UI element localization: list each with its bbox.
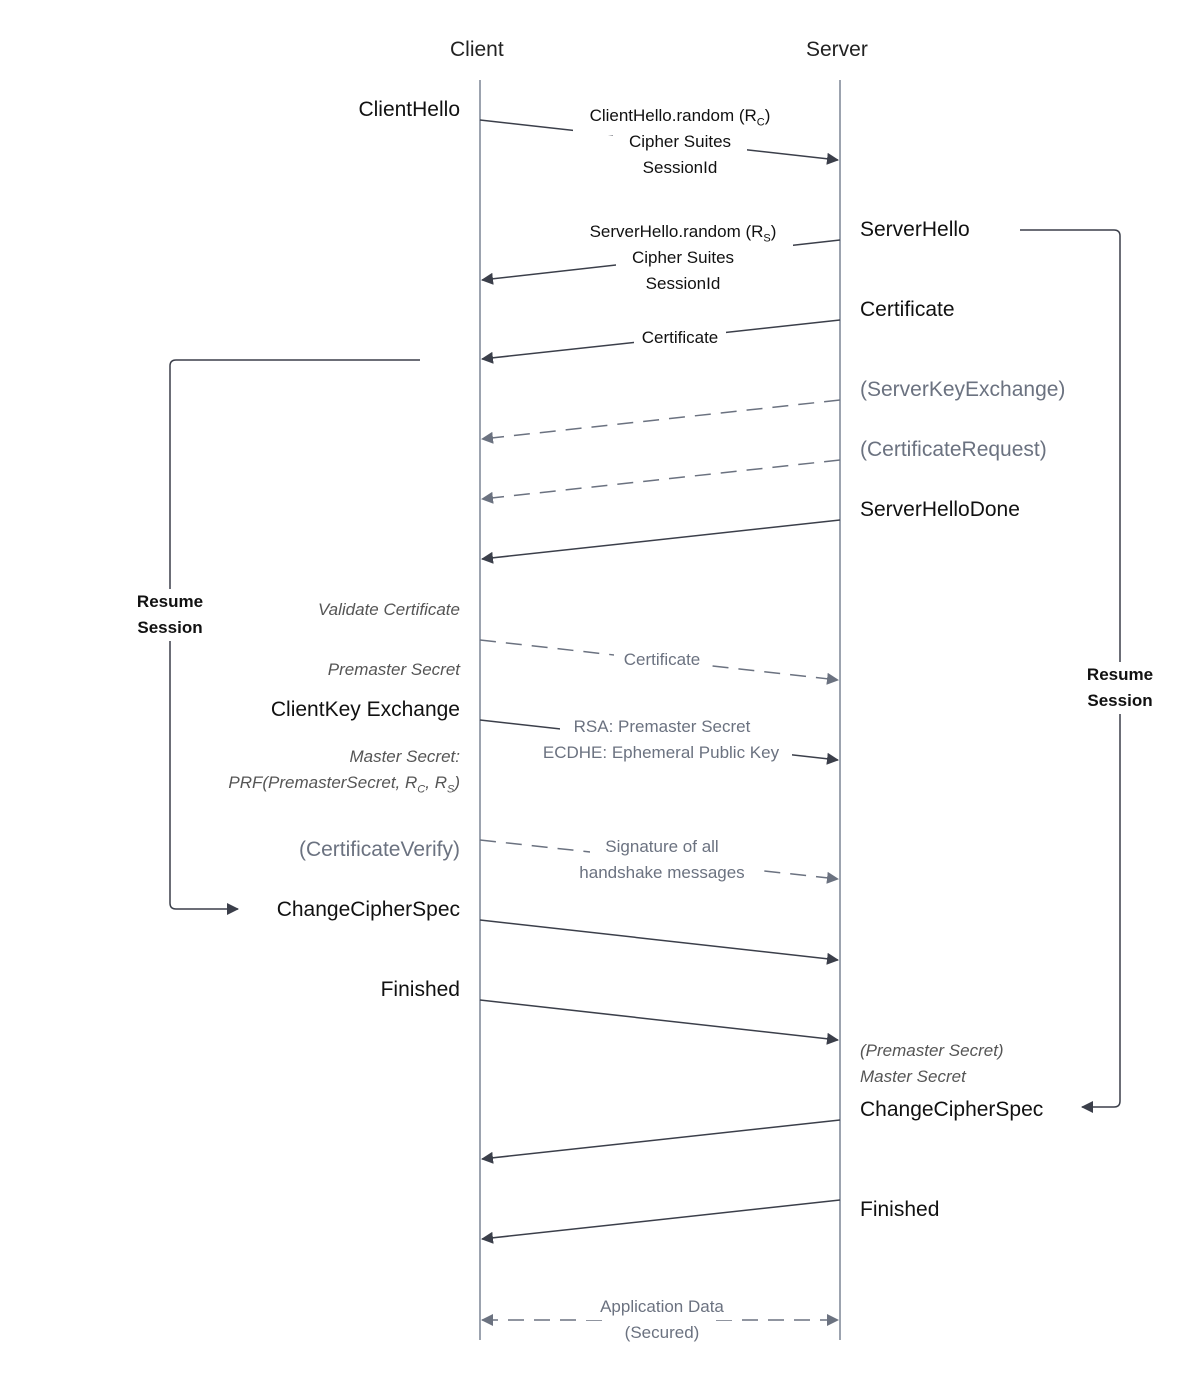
- arrow-client-finished: [479, 999, 839, 1045]
- resume-session-label-right: Resume Session: [1080, 662, 1160, 714]
- certificate-request-label: (CertificateRequest): [860, 438, 1047, 461]
- client-change-cipher-spec-label: ChangeCipherSpec: [276, 898, 460, 921]
- rsa-premaster-label: RSA: Premaster Secret: [560, 714, 764, 740]
- validate-certificate-note: Validate Certificate: [317, 600, 460, 619]
- server-hello-random-label: ServerHello.random (RS): [573, 219, 793, 252]
- arrow-certificate-request: [481, 459, 841, 504]
- resume-session-right-line1: Resume: [1086, 665, 1154, 684]
- master-secret-note-line2: PRF(PremasterSecret, RC, RS): [228, 773, 460, 796]
- ecdhe-key-label: ECDHE: Ephemeral Public Key: [530, 740, 792, 766]
- arrow-certificate-verify: [479, 839, 839, 884]
- arrow-server-finished: [481, 1199, 841, 1244]
- arrow-client-change-cipher-spec: [479, 919, 839, 965]
- certificate-verify-label: (CertificateVerify): [298, 838, 460, 861]
- server-premaster-secret-note: (Premaster Secret): [860, 1041, 1004, 1060]
- resume-session-left-line1: Resume: [136, 592, 204, 611]
- server-finished-label: Finished: [860, 1198, 940, 1221]
- client-hello-cipher-suites-label: Cipher Suites: [613, 129, 747, 155]
- client-key-exchange-label: ClientKey Exchange: [270, 698, 460, 721]
- resume-session-left-line2: Session: [137, 618, 203, 637]
- application-data-label-line2: (Secured): [610, 1320, 714, 1346]
- server-header: Server: [806, 38, 868, 61]
- server-master-secret-note: Master Secret: [860, 1067, 966, 1086]
- server-hello-label: ServerHello: [860, 218, 970, 241]
- client-hello-session-id-label: SessionId: [628, 155, 732, 181]
- client-certificate-arrow-label: Certificate: [614, 647, 710, 673]
- arrow-server-change-cipher-spec: [481, 1119, 841, 1164]
- signature-label-line2: handshake messages: [565, 860, 759, 886]
- server-certificate-label: Certificate: [860, 298, 955, 321]
- client-premaster-secret-note: Premaster Secret: [327, 660, 460, 679]
- arrow-server-hello-done: [481, 519, 841, 564]
- resume-session-right-line2: Session: [1087, 691, 1153, 710]
- server-hello-done-label: ServerHelloDone: [860, 498, 1020, 521]
- client-header: Client: [450, 38, 504, 61]
- server-hello-cipher-suites-label: Cipher Suites: [616, 245, 750, 271]
- arrow-client-certificate: [479, 639, 839, 685]
- certificate-arrow-label: Certificate: [634, 325, 726, 351]
- resume-session-label-left: Resume Session: [130, 589, 210, 641]
- arrow-server-key-exchange: [481, 399, 841, 444]
- client-finished-label: Finished: [380, 978, 460, 1001]
- server-change-cipher-spec-label: ChangeCipherSpec: [860, 1098, 1044, 1121]
- server-hello-session-id-label: SessionId: [631, 271, 735, 297]
- signature-label-line1: Signature of all: [590, 834, 734, 860]
- master-secret-note-line1: Master Secret:: [349, 747, 460, 766]
- client-hello-label: ClientHello: [358, 98, 460, 121]
- server-key-exchange-label: (ServerKeyExchange): [860, 378, 1066, 401]
- application-data-label-line1: Application Data: [585, 1294, 739, 1320]
